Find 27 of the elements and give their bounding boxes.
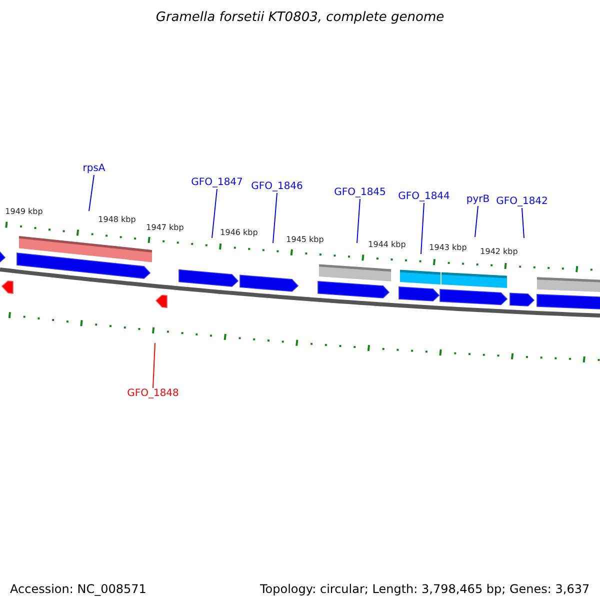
scale-label: 1945 kbp xyxy=(286,235,324,244)
scale-label: 1942 kbp xyxy=(480,247,518,256)
scale-label: 1943 kbp xyxy=(429,243,467,252)
gene-label: GFO_1845 xyxy=(334,187,386,199)
leader-line xyxy=(272,192,278,244)
gene-label: GFO_1846 xyxy=(251,181,303,193)
diagram-title: Gramella forsetii KT0803, complete genome xyxy=(154,10,446,25)
leader-line xyxy=(474,206,478,238)
gene-label: GFO_1842 xyxy=(496,196,548,208)
gene-label: GFO_1848 xyxy=(127,388,179,400)
leader-line xyxy=(356,198,360,244)
scale-label: 1948 kbp xyxy=(98,215,136,224)
leader-line xyxy=(88,174,94,212)
genome-info-text: Topology: circular; Length: 3,798,465 bp; Genes: 3,637 xyxy=(260,582,590,596)
leader-line xyxy=(212,188,218,238)
scale-label: 1944 kbp xyxy=(368,240,406,249)
scale-label: 1949 kbp xyxy=(5,207,43,216)
gene-label: rpsA xyxy=(82,163,106,175)
scale-label: 1947 kbp xyxy=(146,223,184,232)
leader-line xyxy=(420,202,424,254)
gene-label: GFO_1847 xyxy=(191,177,243,189)
leader-line xyxy=(522,208,524,238)
scale-label: 1946 kbp xyxy=(220,228,258,237)
accession-text: Accession: NC_008571 xyxy=(10,582,146,596)
leader-line xyxy=(152,342,156,388)
gene-label: pyrB xyxy=(466,194,490,206)
gene-label: GFO_1844 xyxy=(398,191,450,203)
